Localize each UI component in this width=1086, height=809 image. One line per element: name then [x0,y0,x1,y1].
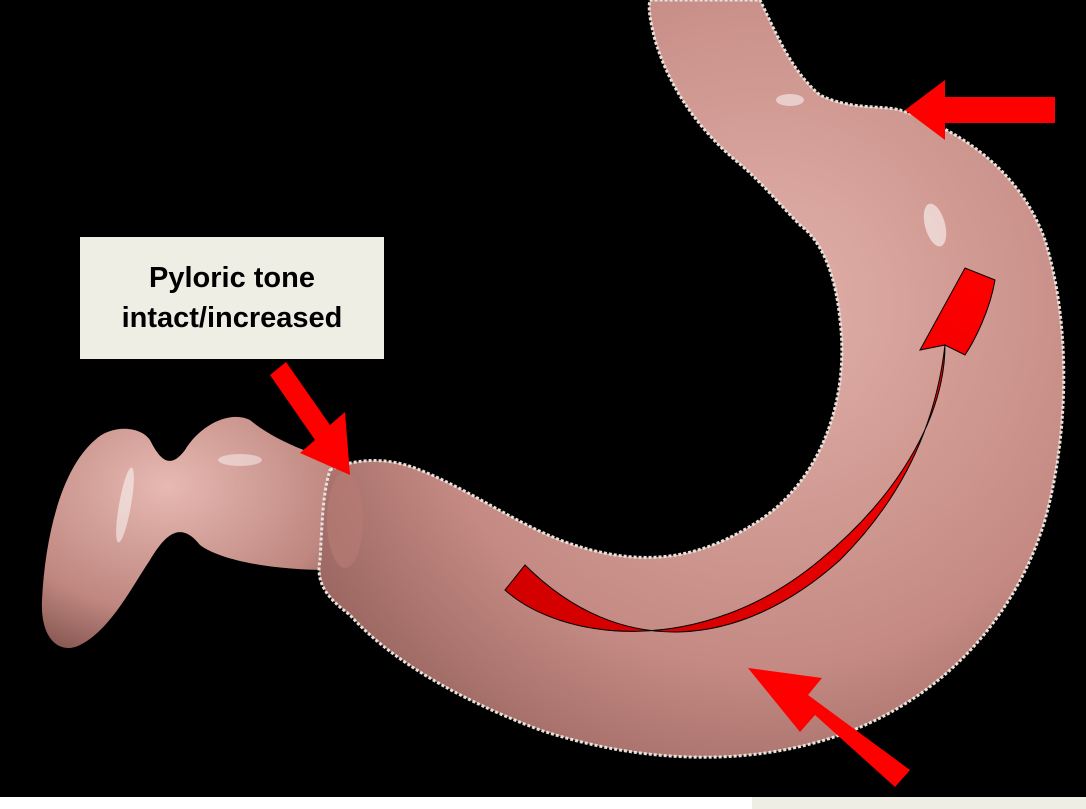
pyloric-tone-label: Pyloric tone intact/increased [80,237,384,359]
pyloric-tone-line2: intact/increased [122,298,343,338]
bottom-label-box [752,797,1086,809]
highlight-duodenum-2 [218,454,262,466]
highlight-top [776,94,804,106]
pyloric-tone-line1: Pyloric tone [122,258,343,298]
pylorus [327,472,363,568]
